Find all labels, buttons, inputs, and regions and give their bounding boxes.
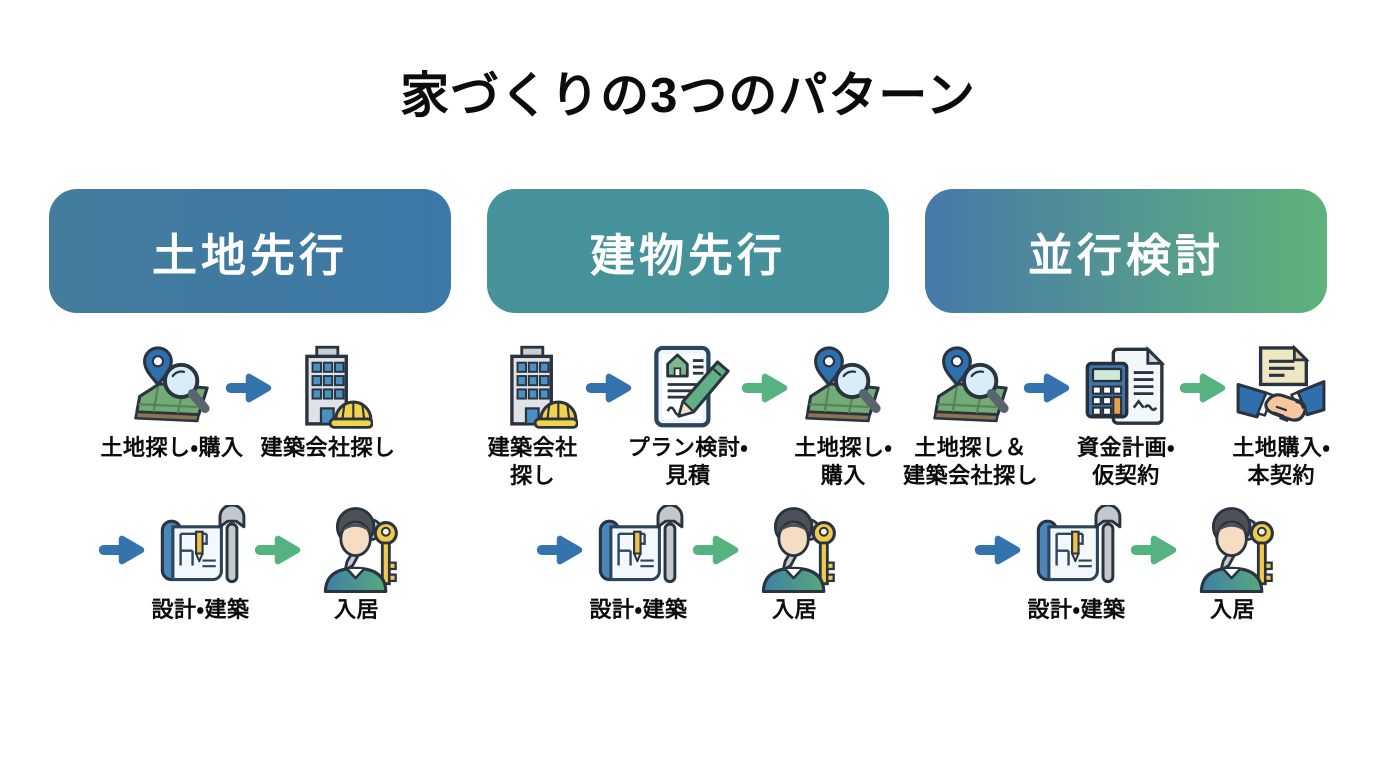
step-label: プラン検討・ 見積 <box>627 435 749 489</box>
flow-step: 入居 <box>749 505 841 622</box>
flow-row: 建築会社 探しプラン検討・ 見積土地探し・ 購入 <box>487 343 892 497</box>
flow-step: 土地探し・購入 <box>101 343 243 460</box>
flow-step: 土地探し・ 購入 <box>794 343 892 488</box>
person-key-icon <box>312 505 402 595</box>
step-label: 土地探し＆ 建築会社探し <box>903 435 1039 489</box>
flow-row: 設計・建築 入居 <box>925 505 1327 631</box>
person-key-icon <box>750 505 840 595</box>
pattern-header-land-first: 土地先行 <box>49 189 451 313</box>
flow-step: 土地探し＆ 建築会社探し <box>903 343 1038 488</box>
blueprint-wrench-icon <box>594 505 684 595</box>
step-label: 土地探し・購入 <box>100 435 244 460</box>
flow-step: 建築会社 探し <box>487 343 578 488</box>
arrow-right-icon <box>741 371 791 433</box>
flow-row: 土地探し＆ 建築会社探し資金計画・ 仮契約 土地購入・ 本契約 <box>903 343 1330 497</box>
arrow-right-icon <box>254 533 304 595</box>
pattern-column-land-first: 土地先行土地探し・購入建築会社探し設計・建築 入居 <box>49 189 451 631</box>
person-key-icon <box>1188 505 1278 595</box>
step-label: 土地購入・ 本契約 <box>1232 435 1331 489</box>
step-label: 資金計画・ 仮契約 <box>1076 435 1175 489</box>
step-label: 設計・建築 <box>1027 597 1126 622</box>
flow-step: 設計・建築 <box>590 505 687 622</box>
step-label: 入居 <box>771 597 818 622</box>
pattern-column-parallel: 並行検討土地探し＆ 建築会社探し資金計画・ 仮契約 土地購入・ 本契約設計・建築 入… <box>903 189 1330 631</box>
map-search-icon <box>798 343 888 433</box>
page-title: 家づくりの3つのパターン <box>400 69 976 123</box>
step-label: 設計・建築 <box>589 597 688 622</box>
handshake-icon <box>1236 343 1326 433</box>
flow-step: 入居 <box>1187 505 1279 622</box>
pattern-header-building-first: 建物先行 <box>487 189 889 313</box>
flow-step: 土地購入・ 本契約 <box>1232 343 1330 488</box>
building-helmet-icon <box>488 343 578 433</box>
arrow-right-icon <box>1023 371 1073 433</box>
step-label: 建築会社探し <box>260 435 396 460</box>
step-label: 土地探し・ 購入 <box>794 435 893 489</box>
arrow-right-icon <box>1130 533 1180 595</box>
arrow-right-icon <box>974 533 1024 595</box>
arrow-right-icon <box>225 371 275 433</box>
arrow-right-icon <box>585 371 635 433</box>
step-label: 建築会社 探し <box>487 435 578 489</box>
flow-row: 土地探し・購入建築会社探し <box>49 343 451 497</box>
flow-row: 設計・建築 入居 <box>49 505 451 631</box>
step-label: 入居 <box>333 597 380 622</box>
pattern-header-parallel: 並行検討 <box>925 189 1327 313</box>
pattern-column-building-first: 建物先行建築会社 探しプラン検討・ 見積土地探し・ 購入設計・建築 入居 <box>487 189 892 631</box>
flow-row: 設計・建築 入居 <box>487 505 889 631</box>
calculator-document-icon <box>1081 343 1171 433</box>
flow-step: 設計・建築 <box>1028 505 1125 622</box>
map-search-icon <box>926 343 1016 433</box>
arrow-right-icon <box>1179 371 1229 433</box>
patterns-columns: 土地先行土地探し・購入建築会社探し設計・建築入居建物先行建築会社 探しプラン検討… <box>0 189 1376 631</box>
blueprint-wrench-icon <box>1032 505 1122 595</box>
document-pen-icon <box>643 343 733 433</box>
flow-step: 資金計画・ 仮契約 <box>1077 343 1174 488</box>
step-label: 設計・建築 <box>151 597 250 622</box>
arrow-right-icon <box>536 533 586 595</box>
arrow-right-icon <box>692 533 742 595</box>
flow-step: プラン検討・ 見積 <box>628 343 748 488</box>
flow-step: 入居 <box>311 505 403 622</box>
building-helmet-icon <box>283 343 373 433</box>
flow-step: 建築会社探し <box>260 343 395 460</box>
step-label: 入居 <box>1209 597 1256 622</box>
infographic: 家づくりの3つのパターン 土地先行土地探し・購入建築会社探し設計・建築入居建物先… <box>0 56 1376 631</box>
blueprint-wrench-icon <box>156 505 246 595</box>
flow-step: 設計・建築 <box>152 505 249 622</box>
arrow-right-icon <box>98 533 148 595</box>
map-search-icon <box>127 343 217 433</box>
